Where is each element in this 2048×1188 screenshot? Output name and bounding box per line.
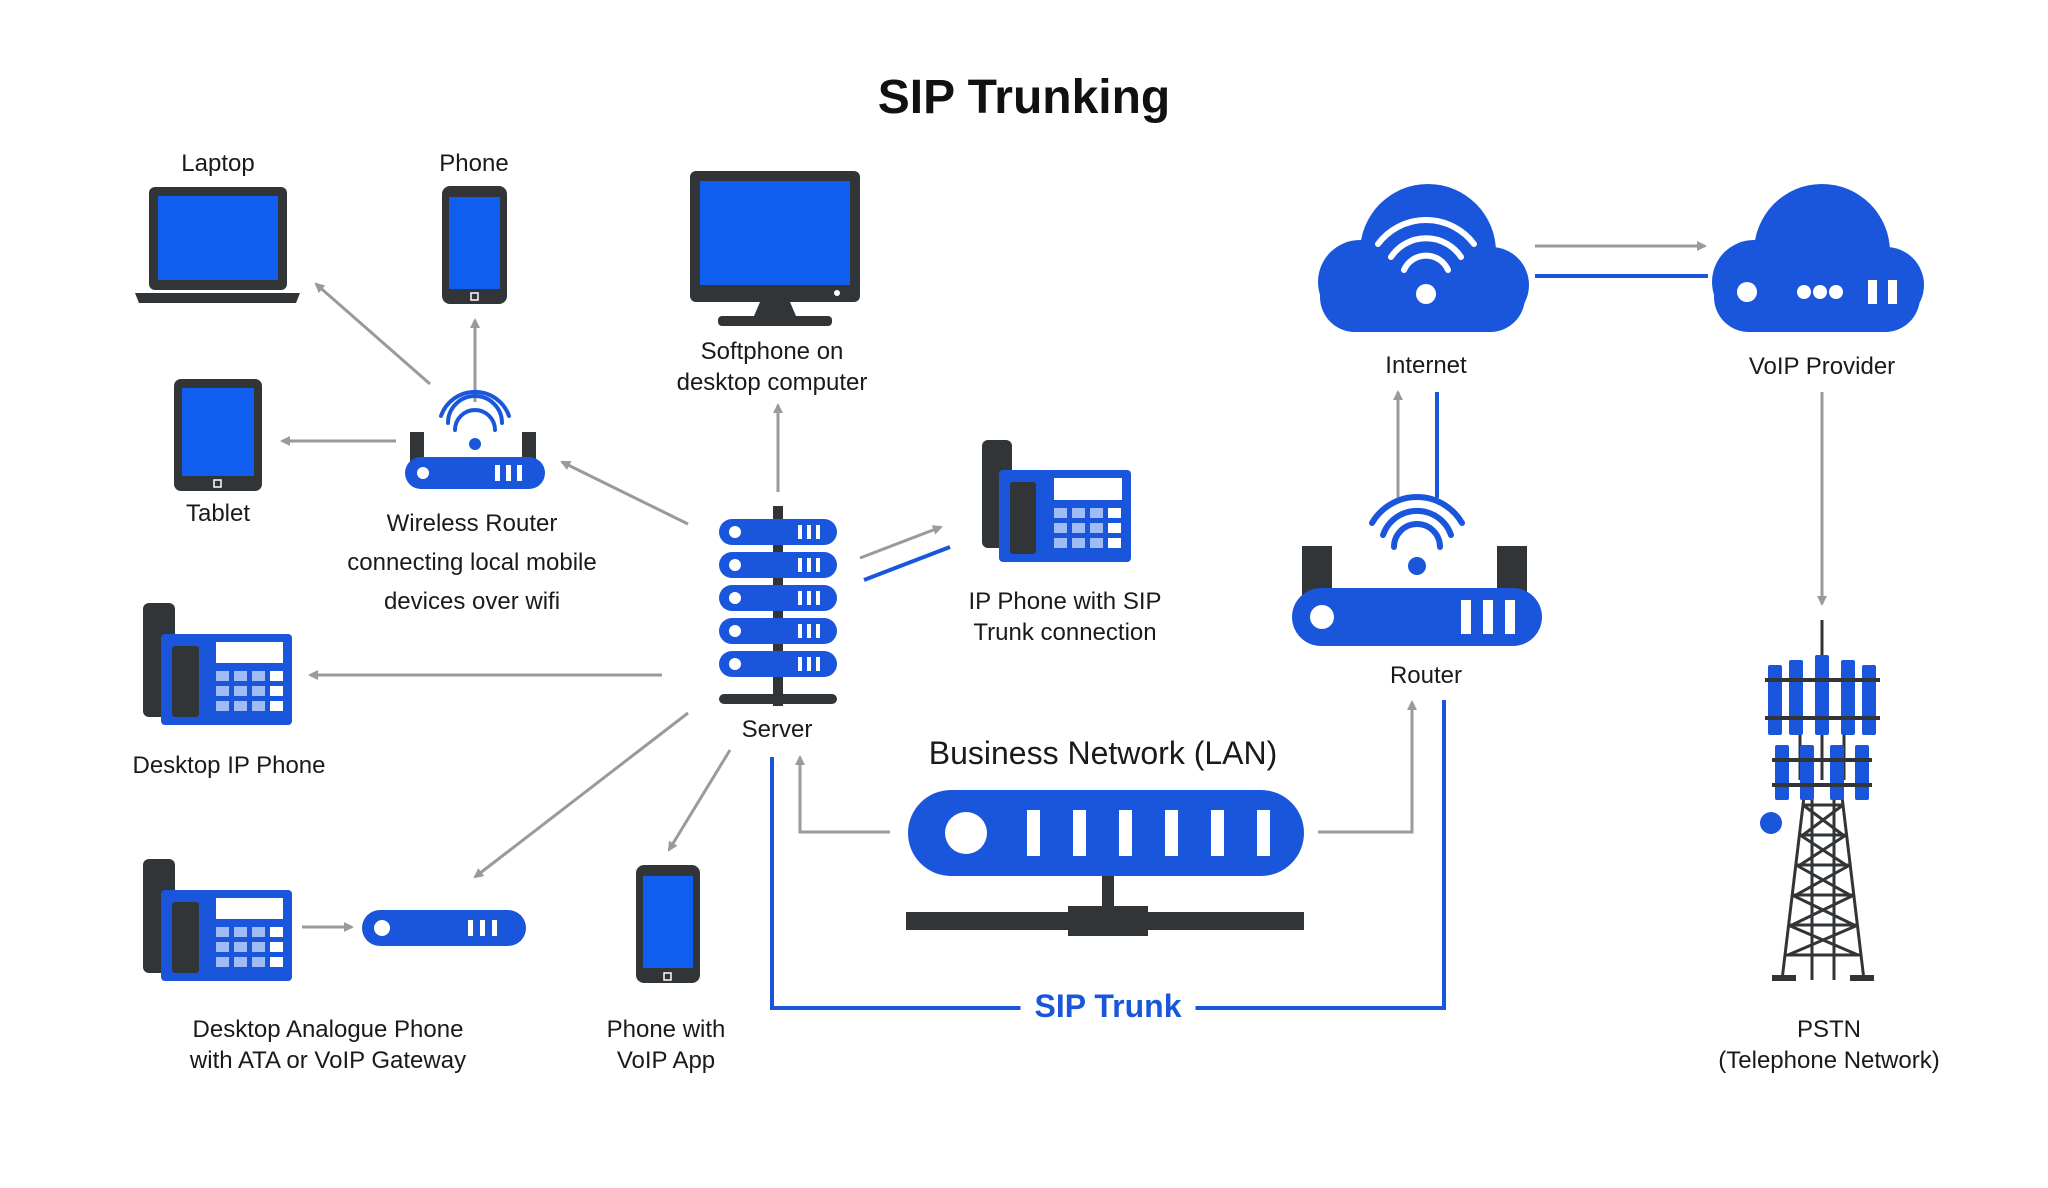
phone-label: Phone <box>439 150 509 177</box>
lan-label: Business Network (LAN) <box>928 735 1278 771</box>
sip-trunk-label: SIP Trunk <box>1020 988 1196 1025</box>
pstn-tower-icon <box>1760 620 1880 981</box>
ip-phone-label: IP Phone with SIP Trunk connection <box>968 586 1161 648</box>
pstn-label-line-2: (Telephone Network) <box>1718 1047 1940 1074</box>
ip-phone-label-line-2: Trunk connection <box>973 619 1157 646</box>
arrow-wifi-router-to-laptop <box>314 282 431 386</box>
server-rack-icon <box>719 506 837 706</box>
desktop-ip-phone-label: Desktop IP Phone <box>132 752 326 779</box>
softphone-label-line-2: desktop computer <box>676 369 868 396</box>
internet-wifi-icon <box>1375 217 1477 273</box>
router-icon <box>1292 494 1542 646</box>
analogue-phone-icon <box>143 859 292 981</box>
internet-label: Internet <box>1385 352 1467 379</box>
wifi-icon <box>439 389 511 432</box>
tablet-label: Tablet <box>185 500 251 527</box>
arrow-server-to-ip-phone <box>859 525 943 560</box>
wireless-router-label-line-3: devices over wifi <box>383 588 561 615</box>
arrow-server-to-wifi-router <box>560 460 689 526</box>
pstn-label-line-1: PSTN <box>1796 1016 1861 1043</box>
wireless-router-label: Wireless Router connecting local mobile … <box>347 504 596 621</box>
page-title: SIP Trunking <box>877 71 1171 124</box>
wireless-router-label-line-2: connecting local mobile <box>347 549 597 576</box>
pstn-label: PSTN (Telephone Network) <box>1718 1014 1939 1076</box>
desktop-ip-phone-icon <box>143 603 292 725</box>
softphone-label-line-1: Softphone on <box>700 338 844 365</box>
tablet-icon <box>174 379 262 491</box>
connection-arrows <box>280 241 1827 932</box>
desktop-monitor-icon <box>690 171 860 326</box>
voip-app-phone-label-line-1: Phone with <box>606 1016 726 1043</box>
ata-gateway-icon <box>362 910 526 946</box>
laptop-label: Laptop <box>181 150 255 177</box>
router-wifi-icon <box>1369 494 1465 550</box>
phone-icon <box>442 186 507 304</box>
ip-phone-icon <box>982 440 1131 562</box>
router-label: Router <box>1389 662 1463 689</box>
voip-app-phone-label-line-2: VoIP App <box>616 1047 716 1074</box>
analogue-phone-label: Desktop Analogue Phone with ATA or VoIP … <box>190 1014 466 1076</box>
sip-trunk-lines <box>770 274 1708 1010</box>
wireless-router-icon <box>405 389 545 489</box>
softphone-label: Softphone on desktop computer <box>677 336 868 398</box>
arrow-lan-to-server <box>795 755 890 834</box>
laptop-icon <box>135 187 300 303</box>
voip-provider-label: VoIP Provider <box>1748 353 1896 380</box>
voip-provider-cloud-icon <box>1712 184 1924 332</box>
sip-line-ip-phone <box>863 545 951 582</box>
analogue-phone-label-line-1: Desktop Analogue Phone <box>192 1016 464 1043</box>
arrow-server-to-ata <box>473 711 689 879</box>
voip-app-phone-label: Phone with VoIP App <box>607 1014 726 1076</box>
internet-cloud-icon <box>1318 184 1529 332</box>
server-label: Server <box>741 716 813 743</box>
lan-switch-icon <box>906 790 1304 936</box>
arrow-server-to-voip-app-phone <box>667 749 732 852</box>
arrow-lan-to-router <box>1318 700 1417 834</box>
wireless-router-label-line-1: Wireless Router <box>386 510 558 537</box>
ip-phone-label-line-1: IP Phone with SIP <box>968 588 1162 615</box>
voip-app-phone-icon <box>636 865 700 983</box>
analogue-phone-label-line-2: with ATA or VoIP Gateway <box>189 1047 467 1074</box>
